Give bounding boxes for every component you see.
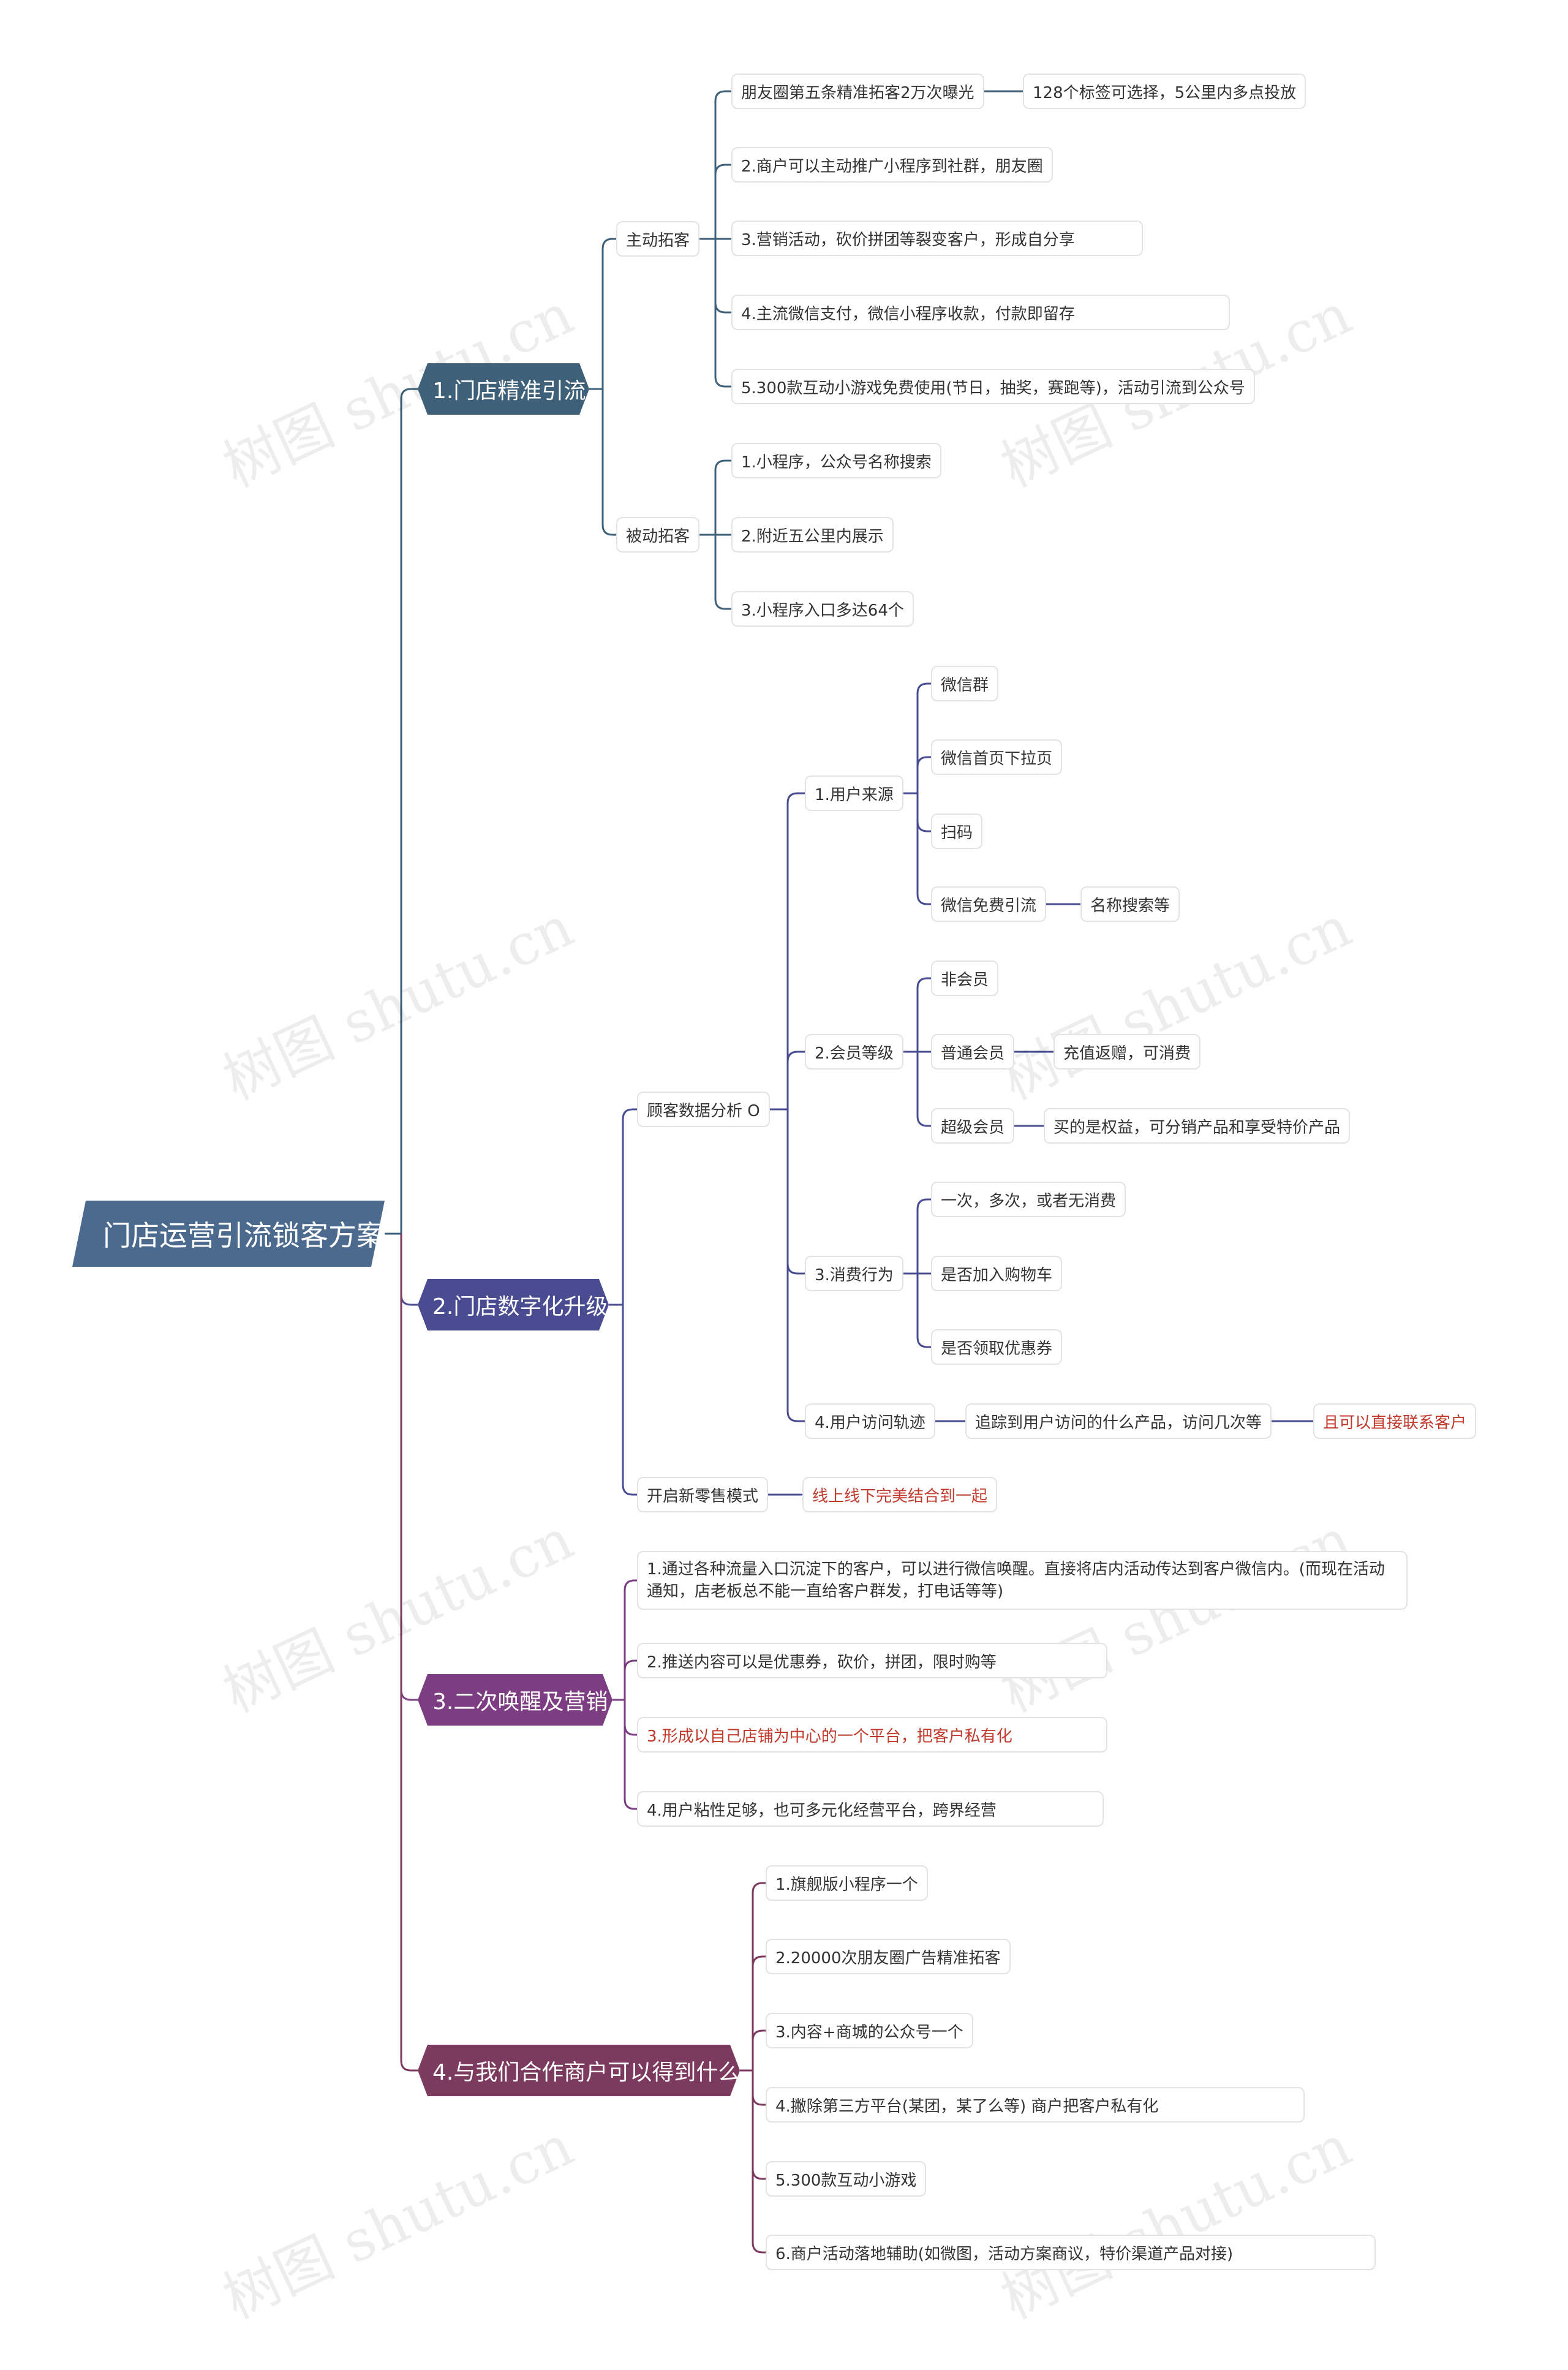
connector-line [786,1109,805,1422]
connector-line [916,1198,931,1274]
connector-line [752,1882,766,2070]
leaf-topic[interactable]: 3.消费行为 [805,1256,903,1291]
branch-4-topic[interactable]: 4.与我们合作商户可以得到什么 [418,2045,740,2096]
connector-line [714,239,731,314]
connector-line [752,2070,766,2254]
leaf-topic[interactable]: 5.300款互动小游戏 [766,2161,927,2197]
leaf-topic[interactable]: 3.营销活动，砍价拼团等裂变客户，形成自分享 [731,221,1143,256]
leaf-topic[interactable]: 名称搜索等 [1080,886,1180,922]
leaf-topic[interactable]: 买的是权益，可分销产品和享受特价产品 [1044,1108,1351,1144]
leaf-topic-highlight[interactable]: 线上线下完美结合到一起 [802,1477,998,1512]
leaf-topic[interactable]: 微信首页下拉页 [931,739,1063,775]
connector-line [786,792,805,1109]
leaf-topic[interactable]: 2.推送内容可以是优惠券，砍价，拼团，限时购等 [637,1643,1107,1678]
leaf-topic[interactable]: 普通会员 [931,1034,1015,1070]
connector-line [400,388,418,1234]
leaf-topic[interactable]: 128个标签可选择，5公里内多点投放 [1023,74,1306,109]
topic-customer-analysis[interactable]: 顾客数据分析 O [637,1092,770,1127]
leaf-topic[interactable]: 4.用户粘性足够，也可多元化经营平台，跨界经营 [637,1791,1104,1827]
connector-line [916,682,931,793]
topic-new-retail[interactable]: 开启新零售模式 [637,1477,769,1512]
leaf-topic[interactable]: 扫码 [931,813,983,849]
connector-line [714,164,731,239]
connector-line [624,1700,637,1736]
connector-line [752,2029,766,2070]
branch-3-topic[interactable]: 3.二次唤醒及营销 [418,1674,612,1726]
leaf-topic-highlight[interactable]: 且可以直接联系客户 [1313,1403,1477,1439]
connector-line [714,239,731,388]
connector-line [916,1052,931,1127]
connector-line [400,1234,418,1306]
topic-active-acquisition[interactable]: 主动拓客 [616,221,700,257]
connector-line [714,90,731,239]
root-topic[interactable]: 门店运营引流锁客方案 [72,1201,385,1267]
connector-line [624,1579,637,1700]
connector-line [916,977,931,1052]
connector-line [601,238,616,389]
connector-line [786,1109,805,1275]
leaf-topic[interactable]: 4.撇除第三方平台(某团，某了么等) 商户把客户私有化 [766,2087,1305,2123]
leaf-topic[interactable]: 朋友圈第五条精准拓客2万次曝光 [731,74,984,109]
connector-line [916,793,931,905]
leaf-topic[interactable]: 3.小程序入口多达64个 [731,591,914,627]
connector-line [752,2070,766,2106]
leaf-topic[interactable]: 1.用户来源 [805,776,903,811]
connector-line [624,1659,637,1700]
leaf-topic[interactable]: 充值返赠，可消费 [1054,1034,1201,1070]
branch-2-topic[interactable]: 2.门店数字化升级 [418,1279,609,1330]
connector-line [916,756,931,793]
leaf-topic[interactable]: 1.小程序，公众号名称搜索 [731,443,941,478]
leaf-topic-highlight[interactable]: 3.形成以自己店铺为中心的一个平台，把客户私有化 [637,1717,1107,1753]
leaf-topic[interactable]: 2.附近五公里内展示 [731,517,894,553]
connector-line [916,1274,931,1348]
leaf-topic[interactable]: 4.用户访问轨迹 [805,1403,935,1439]
leaf-topic[interactable]: 6.商户活动落地辅助(如微图，活动方案商议，特价渠道产品对接) [766,2235,1376,2270]
connector-line [752,1955,766,2070]
topic-passive-acquisition[interactable]: 被动拓客 [616,517,700,553]
connector-line [752,2070,766,2180]
leaf-topic[interactable]: 1.通过各种流量入口沉淀下的客户，可以进行微信唤醒。直接将店内活动传达到客户微信… [637,1551,1408,1610]
leaf-topic[interactable]: 2.会员等级 [805,1034,903,1070]
connector-line [714,459,731,535]
leaf-topic[interactable]: 追踪到用户访问的什么产品，访问几次等 [965,1403,1272,1439]
connector-line [601,389,616,536]
leaf-topic[interactable]: 非会员 [931,960,999,996]
leaf-topic[interactable]: 微信群 [931,666,999,701]
connector-line [714,535,731,610]
leaf-topic[interactable]: 2.20000次朋友圈广告精准拓客 [766,1939,1011,1974]
connector-line [624,1700,637,1810]
branch-1-topic[interactable]: 1.门店精准引流 [418,363,589,415]
leaf-topic[interactable]: 5.300款互动小游戏免费使用(节日，抽奖，赛跑等)，活动引流到公众号 [731,369,1255,404]
leaf-topic[interactable]: 微信免费引流 [931,886,1047,922]
leaf-topic[interactable]: 是否加入购物车 [931,1256,1063,1291]
connector-line [622,1305,637,1496]
leaf-topic[interactable]: 一次，多次，或者无消费 [931,1182,1126,1217]
connector-line [400,1234,418,2072]
leaf-topic[interactable]: 3.内容+商城的公众号一个 [766,2013,973,2048]
leaf-topic[interactable]: 超级会员 [931,1108,1015,1144]
leaf-topic[interactable]: 4.主流微信支付，微信小程序收款，付款即留存 [731,295,1230,330]
connector-line [916,793,931,832]
connector-line [786,1051,805,1109]
connector-line [622,1108,637,1305]
leaf-topic[interactable]: 是否领取优惠券 [931,1329,1063,1365]
leaf-topic[interactable]: 2.商户可以主动推广小程序到社群，朋友圈 [731,147,1053,183]
leaf-topic[interactable]: 1.旗舰版小程序一个 [766,1865,928,1901]
